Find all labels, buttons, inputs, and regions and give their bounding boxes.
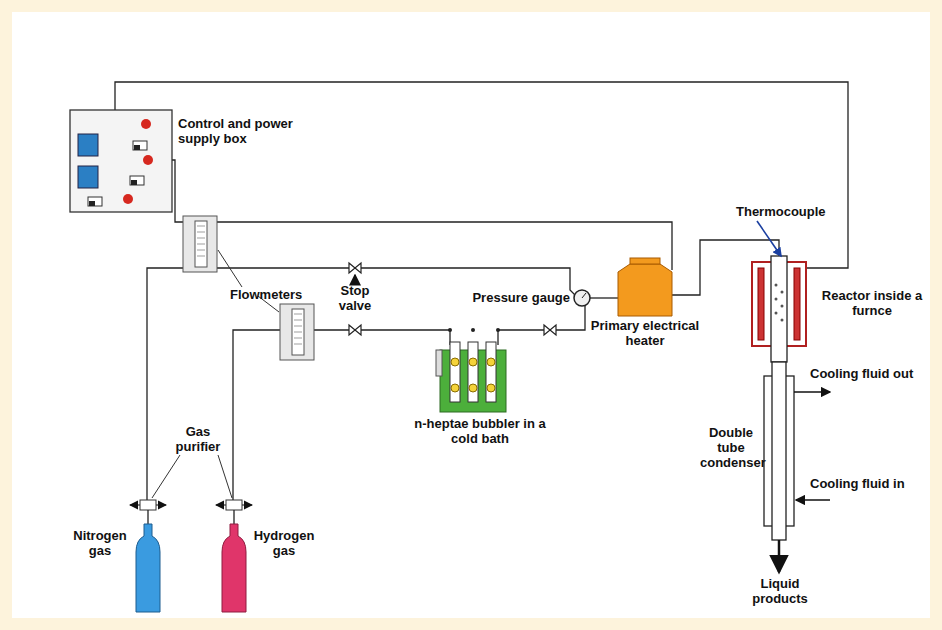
label: Stop valve [325, 283, 385, 313]
label: Thermocouple [736, 204, 836, 219]
label: Double tube condenser [700, 425, 762, 470]
pressure-gauge [574, 290, 590, 306]
label: Cooling fluid in [810, 476, 930, 491]
bubbler [436, 328, 506, 412]
control-box [70, 110, 172, 212]
gas-purifier [140, 500, 242, 510]
label: Hydrogen gas [252, 528, 316, 558]
label: Pressure gauge [440, 290, 570, 305]
condenser [764, 362, 794, 540]
reactor-furnace [752, 256, 806, 362]
gas-cylinder [136, 510, 246, 612]
label: Cooling fluid out [810, 366, 930, 381]
label: Liquid products [740, 576, 820, 606]
label: n-heptae bubbler in a cold bath [410, 416, 550, 446]
label: Flowmeters [230, 287, 320, 302]
label: Nitrogen gas [70, 528, 130, 558]
label: Control and power supply box [178, 116, 308, 146]
heater [618, 264, 672, 316]
label: Reactor inside a furnce [812, 288, 932, 318]
label: Primary electrical heater [590, 318, 700, 348]
label: Gas purifier [166, 424, 230, 454]
